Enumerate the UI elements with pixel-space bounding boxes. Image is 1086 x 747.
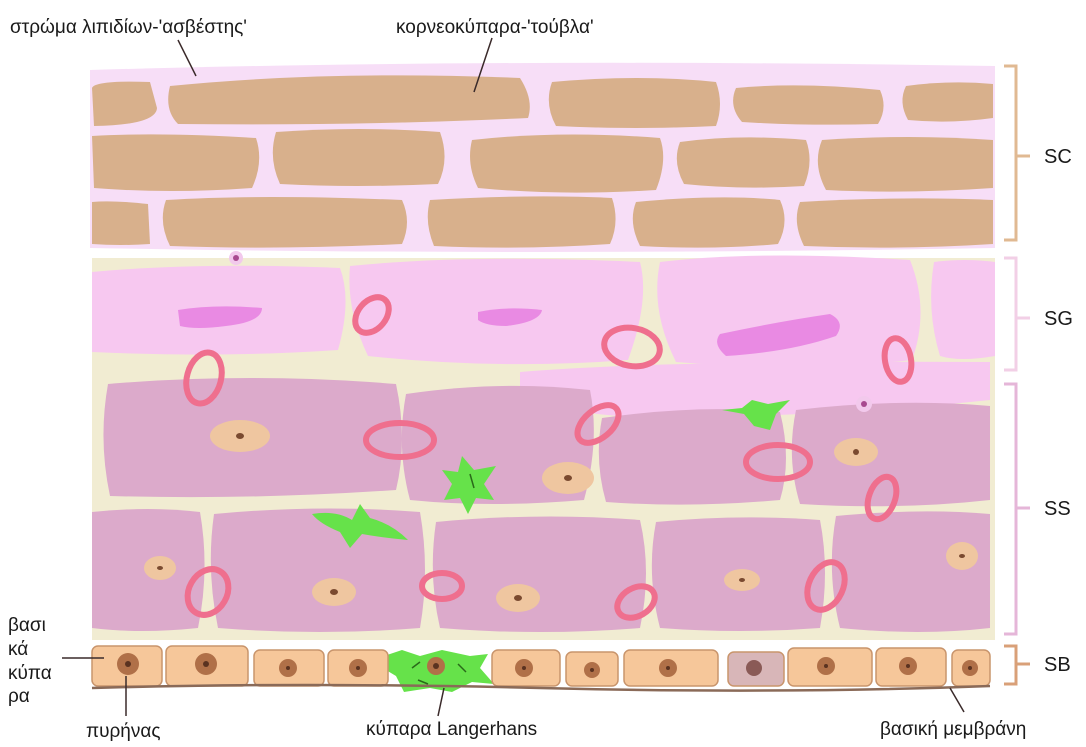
cell-nucleus xyxy=(724,569,760,591)
corneocyte xyxy=(168,75,530,124)
basal-nucleus xyxy=(279,659,297,677)
corneocyte xyxy=(92,134,259,191)
basal-nucleus xyxy=(349,659,367,677)
corneocyte xyxy=(633,197,785,247)
basal-cells-label-line: κύπα xyxy=(8,662,52,686)
corneocyte xyxy=(677,137,810,187)
bracket-sb xyxy=(1004,646,1030,684)
basal-nucleus xyxy=(659,659,677,677)
basal-nucleus xyxy=(746,660,762,676)
cell-nucleus xyxy=(542,462,594,494)
corneocyte xyxy=(902,82,993,121)
corneocyte xyxy=(797,198,993,247)
basal-cells-label-line: βασι xyxy=(8,614,52,638)
leader-langerhans xyxy=(438,688,444,716)
corneocyte xyxy=(273,129,445,186)
layer-brackets xyxy=(1004,66,1030,684)
granular-cell xyxy=(657,255,920,366)
speck xyxy=(229,251,243,265)
spinous-cell xyxy=(792,403,990,506)
basal-nucleus xyxy=(515,659,533,677)
corneocyte xyxy=(549,78,720,128)
basal-cells-label: βασι κά κύπα ρα xyxy=(8,614,52,709)
cell-nucleus xyxy=(834,438,878,466)
spinous-cell xyxy=(211,508,425,632)
spinous-cell xyxy=(433,516,646,632)
langerhans-label: κύπαρα Langerhans xyxy=(366,720,537,739)
basal-nucleus xyxy=(899,657,917,675)
corneocyte xyxy=(733,85,883,124)
layer-label-sc: SC xyxy=(1044,147,1072,167)
corneocyte xyxy=(470,134,663,192)
cell-nucleus xyxy=(496,584,540,612)
cell-nucleus xyxy=(210,420,270,452)
corneocyte xyxy=(92,201,150,245)
granular-cell xyxy=(931,260,995,359)
bracket-sg xyxy=(1004,258,1030,370)
layer-label-sb: SB xyxy=(1044,655,1071,675)
corneocyte xyxy=(163,197,407,248)
basal-nucleus xyxy=(584,662,600,678)
cell-nucleus xyxy=(312,578,356,606)
corneocyte xyxy=(818,137,993,192)
basal-nucleus xyxy=(195,653,217,675)
bracket-sc xyxy=(1004,66,1030,240)
cell-nucleus xyxy=(144,556,176,580)
lipid-layer-label: στρώμα λιπιδίων-'ασβέστης' xyxy=(10,18,247,37)
basal-cells-label-line: κά xyxy=(8,638,52,662)
basement-membrane-label: βασική μεμβράνη xyxy=(880,720,1026,739)
basal-cells xyxy=(92,646,990,686)
leader-membrane xyxy=(950,688,964,712)
layer-label-sg: SG xyxy=(1044,309,1073,329)
basal-nucleus xyxy=(117,653,139,675)
basal-nucleus xyxy=(962,660,978,676)
bracket-ss xyxy=(1004,384,1030,634)
corneocytes-label: κορνεοκύπαρα-'τούβλα' xyxy=(396,18,594,37)
spinous-cell xyxy=(832,511,990,632)
corneocyte xyxy=(428,196,616,247)
nucleus-label: πυρήνας xyxy=(86,722,161,741)
cell-nucleus xyxy=(946,542,978,570)
basal-nucleus xyxy=(427,657,445,675)
layer-label-ss: SS xyxy=(1044,499,1071,519)
basal-cells-label-line: ρα xyxy=(8,685,52,709)
basal-nucleus xyxy=(817,657,835,675)
speck xyxy=(856,396,872,412)
